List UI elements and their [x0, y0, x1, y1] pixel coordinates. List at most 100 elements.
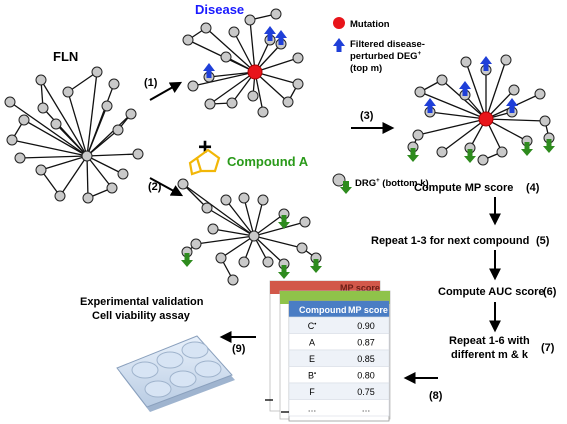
up-arrow-icon: [264, 26, 276, 41]
network-node: [91, 66, 103, 78]
validation-line1: Experimental validation: [80, 296, 204, 308]
table-header-mp-score: MP score: [348, 305, 388, 315]
network-edge: [86, 113, 132, 157]
network-node: [220, 51, 232, 63]
network-node: [112, 124, 124, 136]
network-node: [117, 168, 129, 180]
network-node: [412, 129, 424, 141]
network-node: [539, 115, 551, 127]
network-edge: [417, 118, 487, 136]
network-node: [132, 148, 144, 160]
network-edge: [55, 123, 88, 157]
network-node: [182, 34, 194, 46]
network-edge: [465, 61, 487, 120]
network-edge: [182, 183, 255, 237]
step7-label: (7): [541, 342, 555, 354]
compound-pentagon-icon: [195, 148, 221, 173]
up-arrow-icon: [275, 30, 287, 45]
network-node: [207, 223, 219, 235]
table-cell-compound: B•: [308, 371, 316, 381]
compound-network: [177, 178, 322, 286]
repeat-1-3-label: Repeat 1-3 for next compound: [371, 235, 529, 247]
network-edge: [429, 111, 487, 120]
network-edge: [225, 199, 255, 237]
mutation-node: [247, 64, 263, 80]
compound-a-label: Compound A: [227, 154, 309, 169]
legend-drg: DRG+ (bottom k): [355, 178, 429, 189]
down-arrow-icon: [340, 181, 352, 194]
validation-line2: Cell viability assay: [92, 310, 191, 322]
network-edge: [40, 79, 88, 157]
disease-label: Disease: [195, 2, 244, 17]
network-node: [125, 108, 137, 120]
down-arrow-icon: [464, 149, 476, 163]
arrow-step2: [149, 177, 184, 197]
network-edge: [86, 155, 89, 199]
network-node: [257, 194, 269, 206]
network-edge: [182, 183, 208, 209]
mutation-node: [478, 111, 494, 127]
network-node: [18, 114, 30, 126]
up-arrow-icon: [333, 38, 345, 52]
cell-plate-image: [116, 335, 235, 412]
arrow-step1: [149, 81, 183, 101]
combined-network: [407, 54, 555, 166]
table-cell-compound: E: [309, 354, 315, 364]
network-node: [248, 230, 260, 242]
mutation-icon: [333, 17, 345, 29]
network-node: [190, 238, 202, 250]
up-arrow-icon: [506, 98, 518, 113]
up-arrow-icon: [480, 56, 492, 71]
network-node: [299, 216, 311, 228]
table-cell-compound: C•: [308, 321, 317, 331]
network-edge: [243, 197, 255, 237]
network-edge: [233, 31, 256, 73]
network-edge: [485, 59, 507, 120]
network-edge: [11, 139, 88, 157]
down-arrow-icon: [310, 259, 322, 273]
network-edge: [485, 118, 528, 142]
network-edge: [208, 71, 256, 78]
table-cell-compound: F: [309, 387, 315, 397]
network-node: [436, 74, 448, 86]
network-edge: [86, 155, 124, 175]
network-edge: [419, 91, 487, 120]
table-cell-score: …: [362, 404, 371, 414]
network-edge: [9, 101, 88, 157]
network-edge: [192, 71, 256, 87]
network-node: [477, 154, 489, 166]
network-edge: [67, 71, 98, 93]
step6-label: (6): [543, 286, 557, 298]
table-cell-compound: A: [309, 338, 315, 348]
down-arrow-icon: [278, 215, 290, 229]
network-edge: [23, 119, 88, 157]
network-edge: [253, 199, 264, 237]
network-node: [226, 97, 238, 109]
network-node: [82, 192, 94, 204]
network-node: [282, 96, 294, 108]
table-back-header-text: MP score: [340, 283, 380, 293]
fln-label: FLN: [53, 49, 78, 64]
network-node: [50, 118, 62, 130]
network-node: [108, 78, 120, 90]
network-edge: [86, 129, 119, 157]
down-arrow-icon: [407, 148, 419, 162]
compute-mp-label: Compute MP score: [414, 182, 513, 194]
network-edge: [209, 71, 256, 105]
step9-label: (9): [232, 343, 246, 355]
down-arrow-icon: [181, 253, 193, 267]
down-arrow-icon: [543, 139, 555, 153]
network-node: [227, 274, 239, 286]
table-cell-score: 0.75: [357, 387, 375, 397]
network-node: [500, 54, 512, 66]
network-edge: [67, 91, 88, 157]
network-node: [35, 74, 47, 86]
network-node: [244, 14, 256, 26]
repeat-1-6-line2: different m & k: [451, 349, 529, 361]
network-node: [257, 106, 269, 118]
legend-filtered-deg-3: (top m): [350, 63, 382, 74]
repeat-1-6-line1: Repeat 1-6 with: [449, 335, 530, 347]
network-node: [37, 102, 49, 114]
network-node: [414, 86, 426, 98]
step1-label: (1): [144, 77, 158, 89]
